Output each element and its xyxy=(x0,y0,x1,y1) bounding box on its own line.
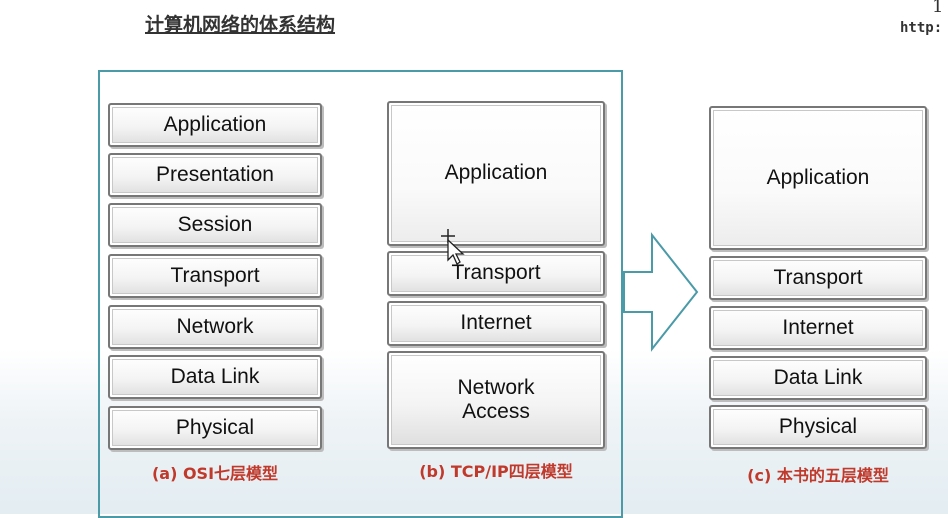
tcpip-layer-transport: Transport xyxy=(387,251,605,296)
corner-text: 1 xyxy=(932,0,944,17)
osi-layer-data-link: Data Link xyxy=(108,355,322,399)
five-layer-physical: Physical xyxy=(709,405,927,449)
five-layer-transport: Transport xyxy=(709,256,927,300)
tcpip-caption: (b) TCP/IP四层模型 xyxy=(419,462,573,481)
osi-layer-application: Application xyxy=(108,103,322,147)
osi-layer-network: Network xyxy=(108,305,322,349)
five-layer-internet: Internet xyxy=(709,306,927,350)
osi-caption: (a) OSI七层模型 xyxy=(151,464,279,483)
five-caption: (c) 本书的五层模型 xyxy=(747,466,889,485)
tcpip-layer-application: Application xyxy=(387,101,605,246)
five-layer-application: Application xyxy=(709,106,927,250)
tcpip-layer-network-access: Network Access xyxy=(387,351,605,449)
osi-layer-session: Session xyxy=(108,203,322,247)
right-arrow-icon xyxy=(623,232,699,352)
osi-layer-transport: Transport xyxy=(108,254,322,298)
osi-layer-presentation: Presentation xyxy=(108,153,322,197)
five-layer-data-link: Data Link xyxy=(709,356,927,400)
tcpip-layer-internet: Internet xyxy=(387,301,605,346)
osi-layer-physical: Physical xyxy=(108,406,322,450)
page-title: 计算机网络的体系结构 xyxy=(145,14,336,36)
mouse-cursor-icon xyxy=(441,229,465,265)
corner-url-text: http: xyxy=(900,20,943,36)
